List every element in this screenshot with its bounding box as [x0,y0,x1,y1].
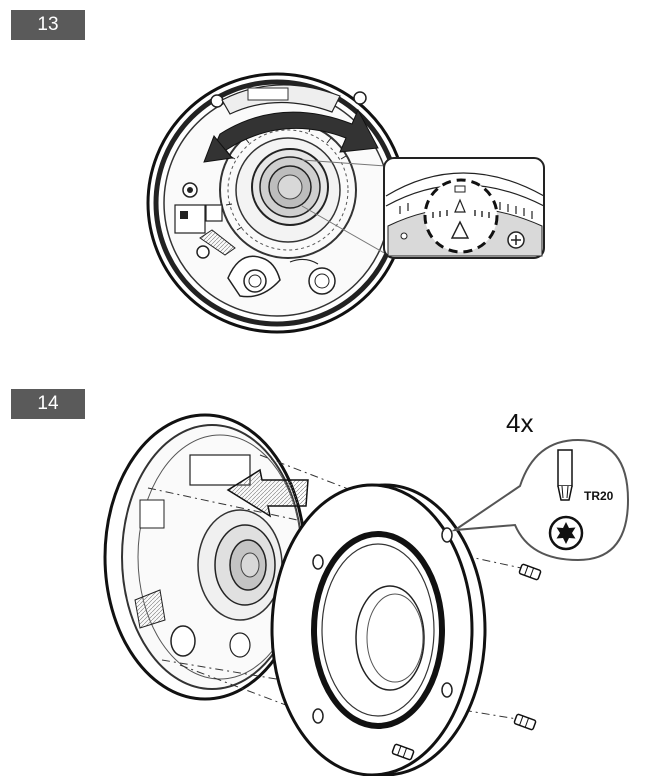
screw-icon [391,563,542,761]
screw-quantity-label: 4x [506,408,533,438]
torx-bit-icon [557,449,573,501]
step-number-14: 14 [11,389,85,419]
detail-callout-lines [301,159,387,255]
alignment-detail-inset [383,157,545,259]
rotate-arrow-icon [203,108,379,163]
tool-callout [451,438,630,562]
step13-dome-camera-top-view [146,72,408,334]
push-arrow-icon [226,468,309,518]
step-number-13: 13 [11,10,85,40]
torx-star-icon [548,515,584,551]
front-cover [270,483,487,776]
torx-size-label: TR20 [584,489,614,503]
